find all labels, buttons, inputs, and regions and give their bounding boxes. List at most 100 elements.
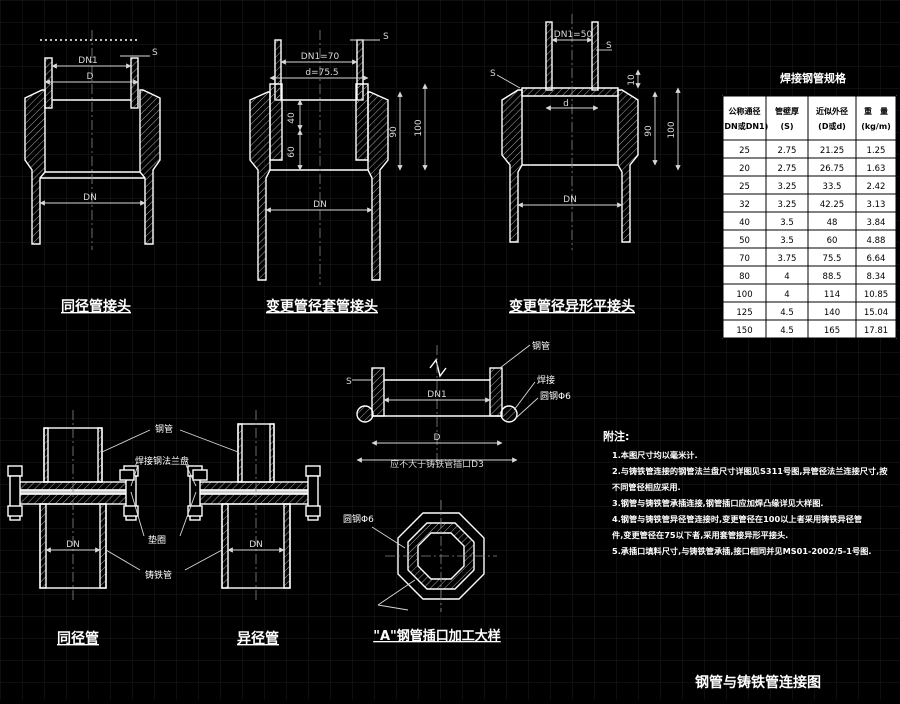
steel-pipe-wall-right [130,57,139,109]
table-cell: 150 [736,326,752,336]
dim-d-75-5-label: d=75.5 [305,68,338,78]
flanged-callout-lines [101,429,239,571]
dim-40-label: 40 [287,112,297,124]
dim-90-label: 90 [389,126,399,138]
dim-s-label: S [346,377,352,387]
table-cell: 48 [827,218,838,228]
note-line: 1.本图尺寸均以毫米计. [612,450,698,460]
title-same-diameter-pipe: 同径管 [57,630,99,647]
table-header-cell: (DN或DN1) [721,121,769,131]
notes-items: 1.本图尺寸均以毫米计. 2.与铸铁管连接的钢管法兰盘尺寸详图见S311号图,异管… [612,450,888,556]
dim-dn-label: DN [249,540,263,550]
notes-block: 附注: 1.本图尺寸均以毫米计. 2.与铸铁管连接的钢管法兰盘尺寸详图见S311号… [603,429,888,556]
table-cell: 1.63 [867,164,886,174]
title-different-diameter-pipe: 异径管 [237,630,279,647]
dim-d-label: D [434,433,441,443]
table-cell: 4.5 [780,308,794,318]
table-cell: 25 [739,146,750,156]
title-detail-a: "A"钢管插口加工大样 [373,628,501,644]
table-header-cell: 近似外径 [816,106,848,116]
dim-dn-label: DN [563,195,577,205]
table-cell: 3.5 [780,236,794,246]
table-cell: 114 [824,290,840,300]
callout-round-steel-section: 圆钢Φ6 [343,513,374,525]
table-cell: 2.75 [778,164,797,174]
table-cell: 10.85 [864,290,888,300]
dim-s-label-left: S [490,69,496,79]
table-cell: 125 [736,308,752,318]
table-header-cell: (D或d) [818,121,846,131]
table-grid [722,95,897,339]
table-cell: 2.75 [778,146,797,156]
sleeve-left [269,83,283,161]
table-cell: 140 [824,308,840,318]
dim-s-label: S [383,32,389,42]
drawing-title: 钢管与铸铁管连接图 [695,674,821,691]
table-header-cell: (S) [780,122,793,131]
table-cell: 4 [784,290,789,300]
dim-d-label: D [87,72,94,82]
insert-wall-right [489,367,503,417]
dim-100-label: 100 [667,121,677,138]
dim-s-label: S [606,41,612,51]
callout-weld: 焊接 [537,374,555,386]
note-line: 3.钢管与铸铁管承插连接,钢管插口应加焊凸缘详见大样图. [612,498,824,508]
detail-a-elevation [352,344,539,470]
note-line: 5.承插口填料尺寸,与铸铁管承插,接口相同并见MS01-2002/5-1号图. [612,546,871,556]
table-cell: 21.25 [820,146,844,156]
table-title: 焊接钢管规格 [780,71,847,85]
steel-pipe-wall-right [591,21,599,91]
title-reducer-sleeve-joint: 变更管径套管接头 [266,298,378,315]
table-cell: 6.64 [867,254,886,264]
table-cell: 60 [827,236,838,246]
callout-steel-pipe: 钢管 [532,340,550,352]
table-background [722,95,897,339]
note-line: 4.钢管与铸铁管异径管连接时,变更管径在100以上者采用铸铁异径管 [612,514,862,524]
reducer-special-joint-view [496,14,681,250]
cast-iron-hub-right [367,91,389,281]
dim-dn1-label: DN1 [427,390,446,400]
table-header-cell: (kg/m) [861,122,891,131]
table-cell: 3.5 [780,218,794,228]
cast-iron-hub-left [249,91,271,281]
table-header-cell: 管壁厚 [775,106,799,116]
table-cell: 26.75 [820,164,844,174]
table-cell: 3.84 [867,218,886,228]
table-cell: 17.81 [864,326,888,336]
dim-60-label: 60 [287,146,297,158]
table-cell: 100 [736,290,752,300]
octagon-outer [397,512,485,600]
dim-d-small-label: d [563,99,569,109]
table-cell: 40 [739,218,750,228]
table-cell: 15.04 [864,308,888,318]
bolt-middle [119,469,208,481]
flanged-same-diameter-view [7,410,139,600]
note-line: 不同管径相应采用. [612,482,681,492]
pipe-spec-table-area: 焊接钢管规格 公称通径(DN或DN1)管壁厚(S)近似外径(D或d)重 量(kg… [721,71,897,339]
insert-wall-left [371,367,385,417]
dim-dn-label: DN [83,193,97,203]
dim-dn1-50-label: DN1=50 [554,30,593,40]
callout-cast-iron-pipe: 铸铁管 [145,569,172,581]
table-cell: 8.34 [867,272,886,282]
table-cell: 4.5 [780,326,794,336]
weld-bead-left [356,405,374,423]
note-line: 件,变更管径在75以下者,采用套管接异形平接头. [612,530,788,540]
callout-welded-flange: 焊接钢法兰盘 [135,455,189,467]
bolt-right [305,465,321,521]
table-cell: 33.5 [823,182,842,192]
dim-10-label: 10 [627,74,637,86]
notes-heading: 附注: [603,429,629,443]
table-cell: 1.25 [867,146,886,156]
table-cell: 4.88 [867,236,886,246]
steel-pipe-wall-left [545,21,553,91]
table-cell: 3.13 [867,200,886,210]
note-line: 2.与铸铁管连接的钢管法兰盘尺寸详图见S311号图,异管径法兰连接尺寸,按 [612,466,888,476]
table-cell: 75.5 [823,254,842,264]
flanged-different-diameter-view [119,410,321,600]
flat-plate [521,87,619,97]
bolt-left [7,465,23,521]
table-cell: 25 [739,182,750,192]
dim-limit-label: 应不大于铸铁管插口D3 [390,458,484,470]
